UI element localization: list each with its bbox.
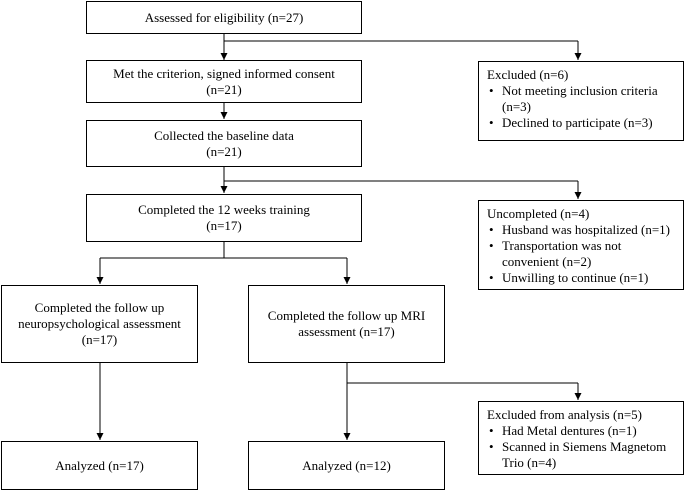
excluded-analysis-title: Excluded from analysis (n=5) [487,407,642,422]
list-item: Unwilling to continue (n=1) [489,270,675,286]
box-mri-followup: Completed the follow up MRI assessment (… [248,285,445,363]
box-uncompleted: Uncompleted (n=4) Husband was hospitaliz… [478,200,684,290]
list-item: Scanned in Siemens Magnetom Trio (n=4) [489,439,675,471]
baseline-line2: (n=21) [206,143,242,159]
box-excluded-analysis: Excluded from analysis (n=5) Had Metal d… [478,401,684,475]
excluded-title: Excluded (n=6) [487,67,569,82]
box-excluded: Excluded (n=6) Not meeting inclusion cri… [478,61,684,141]
box-neuro-followup: Completed the follow up neuropsychologic… [1,285,198,363]
uncompleted-title: Uncompleted (n=4) [487,206,590,221]
neuro-line2: neuropsychological assessment [18,316,181,331]
box-analyzed-neuro: Analyzed (n=17) [1,441,198,490]
uncompleted-list: Husband was hospitalized (n=1) Transport… [487,222,675,286]
box-analyzed-mri: Analyzed (n=12) [248,441,445,490]
excluded-list: Not meeting inclusion criteria (n=3) Dec… [487,83,675,131]
list-item: Transportation was not convenient (n=2) [489,238,675,270]
mri-line1: Completed the follow up MRI [267,308,426,323]
baseline-line1: Collected the baseline data [154,127,294,143]
list-item: Had Metal dentures (n=1) [489,423,675,439]
box-consent: Met the criterion, signed informed conse… [86,60,362,103]
analyzed-neuro-text: Analyzed (n=17) [55,457,144,473]
eligibility-text: Assessed for eligibility (n=27) [144,9,304,25]
training-line2: (n=17) [206,218,242,233]
mri-line2: assessment (n=17) [298,324,395,339]
analyzed-mri-text: Analyzed (n=12) [302,457,391,473]
neuro-line1: Completed the follow up [34,300,165,315]
list-item: Not meeting inclusion criteria (n=3) [489,83,675,115]
box-eligibility: Assessed for eligibility (n=27) [86,1,362,34]
excluded-analysis-list: Had Metal dentures (n=1) Scanned in Siem… [487,423,675,471]
training-line1: Completed the 12 weeks training [138,202,310,217]
neuro-line3: (n=17) [81,332,118,347]
list-item: Declined to participate (n=3) [489,115,675,131]
box-training: Completed the 12 weeks training (n=17) [86,194,362,242]
list-item: Husband was hospitalized (n=1) [489,222,675,238]
consent-text: Met the criterion, signed informed conse… [113,65,335,97]
box-baseline: Collected the baseline data (n=21) [86,120,362,167]
